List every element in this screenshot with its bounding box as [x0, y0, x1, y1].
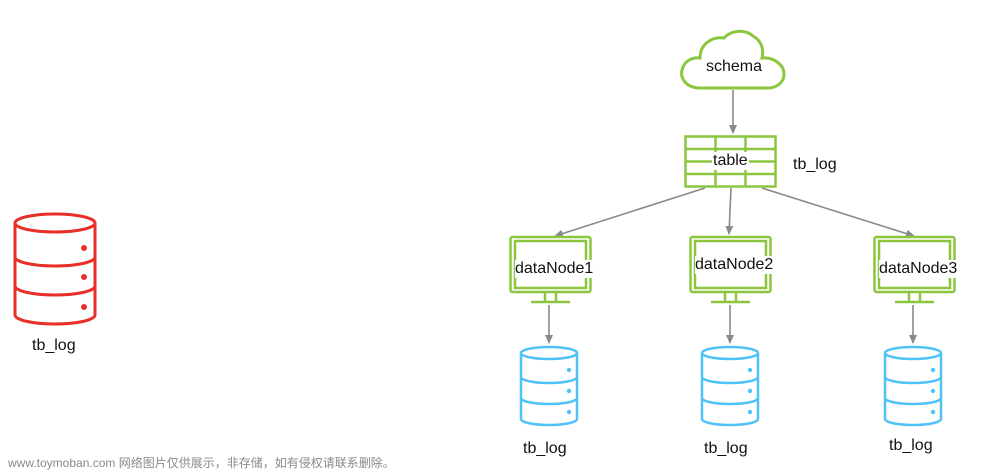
arrow-table-to-datanode3: [761, 187, 915, 238]
datanode2-db-label: tb_log: [704, 440, 748, 457]
arrow-table-to-datanode2: [725, 187, 734, 235]
schema-cloud-icon: [678, 28, 788, 92]
datanode3-db-label: tb_log: [889, 437, 933, 454]
watermark-text: www.toymoban.com 网络图片仅供展示，非存储，如有侵权请联系删除。: [8, 456, 395, 470]
left-database-icon: [12, 211, 98, 327]
table-label: table: [712, 152, 749, 170]
datanode1-db-label: tb_log: [523, 440, 567, 457]
schema-label: schema: [706, 58, 763, 75]
datanode1-label: dataNode1: [515, 260, 594, 278]
datanode3-database-icon: [883, 345, 943, 427]
arrow-table-to-datanode1: [554, 187, 706, 238]
datanode3-label: dataNode3: [879, 260, 958, 278]
datanode1-database-icon: [519, 345, 579, 427]
datanode2-label: dataNode2: [695, 256, 774, 274]
left-db-label: tb_log: [32, 337, 76, 354]
datanode2-database-icon: [700, 345, 760, 427]
table-side-label: tb_log: [793, 156, 837, 173]
